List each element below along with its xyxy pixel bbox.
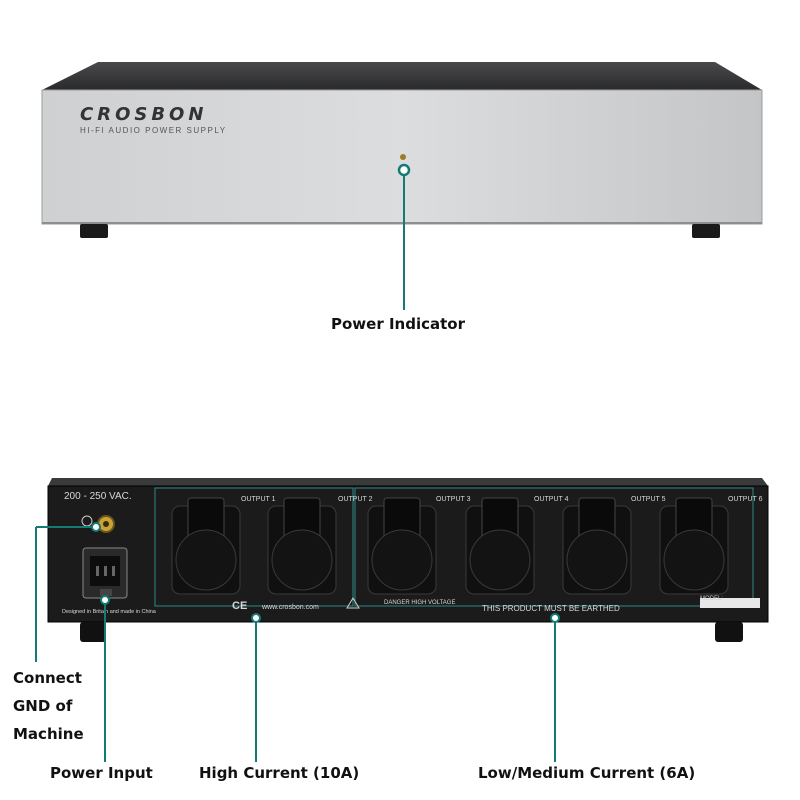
voltage-label: 200 - 250 VAC. <box>64 491 132 502</box>
rear-foot-left <box>80 622 106 642</box>
origin-text: Designed in Britain and made in China <box>62 609 156 615</box>
model-label-box <box>700 598 760 608</box>
output-6-label: OUTPUT 6 <box>728 496 763 503</box>
outlet-5 <box>562 497 632 595</box>
output-4-label: OUTPUT 4 <box>534 496 569 503</box>
outlet-2 <box>267 497 337 595</box>
warning-triangle-icon <box>346 597 360 609</box>
ce-mark: CE <box>232 600 248 612</box>
outlet-row <box>171 497 729 595</box>
model-label: MODEL: <box>700 596 724 602</box>
power-led <box>400 154 406 160</box>
output-3-label: OUTPUT 3 <box>436 496 471 503</box>
output-5-label: OUTPUT 5 <box>631 496 666 503</box>
front-unit-illustration <box>41 62 763 238</box>
high-current-label: High Current (10A) <box>199 764 360 782</box>
front-top-lid <box>42 62 762 90</box>
brand-logo: CROSBON <box>80 104 208 125</box>
connect-gnd-label-line-3: Machine <box>13 725 84 743</box>
brand-subtitle: HI-FI AUDIO POWER SUPPLY <box>80 126 227 135</box>
output-1-label: OUTPUT 1 <box>241 496 276 503</box>
website-text: www.crosbon.com <box>262 604 319 611</box>
outlet-3 <box>367 497 437 595</box>
front-foot-right <box>692 224 720 238</box>
rear-foot-right <box>715 622 743 642</box>
front-foot-left <box>80 224 108 238</box>
connect-gnd-label-line-2: GND of <box>13 697 73 715</box>
power-indicator-label: Power Indicator <box>331 315 465 333</box>
connect-gnd-label-line-1: Connect <box>13 669 82 687</box>
output-2-label: OUTPUT 2 <box>338 496 373 503</box>
callout-power-indicator-line <box>397 163 411 310</box>
outlet-1 <box>171 497 241 595</box>
outlet-sockets <box>171 497 729 595</box>
outlet-6 <box>659 497 729 595</box>
low-medium-current-label: Low/Medium Current (6A) <box>478 764 696 782</box>
earthed-text: THIS PRODUCT MUST BE EARTHED <box>482 604 620 613</box>
outlet-4 <box>465 497 535 595</box>
danger-text: DANGER HIGH VOLTAGE <box>384 600 456 606</box>
power-input-label: Power Input <box>50 764 153 782</box>
